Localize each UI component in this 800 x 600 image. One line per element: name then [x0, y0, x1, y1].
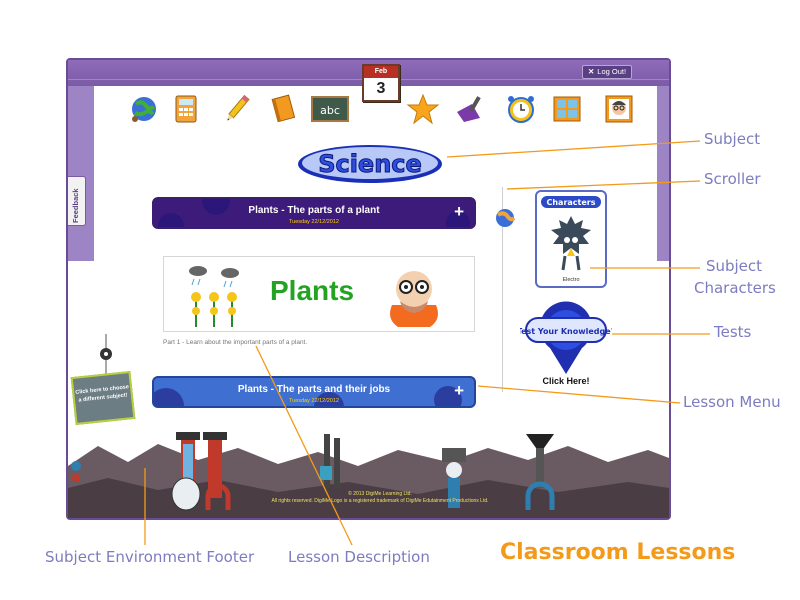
expand-icon[interactable]: + — [454, 202, 464, 221]
test-knowledge-icon: Test Your Knowledge? — [517, 301, 616, 374]
scroller-track[interactable] — [502, 187, 503, 392]
globe-icon[interactable] — [127, 92, 161, 126]
callout-footer: Subject Environment Footer — [45, 548, 255, 566]
bar-bubble — [434, 386, 462, 406]
banner-word: Plants — [270, 275, 355, 306]
svg-text:abc: abc — [320, 104, 340, 117]
window-icon[interactable] — [550, 92, 584, 126]
subject-environment-footer — [68, 432, 669, 518]
left-purple-edge — [68, 86, 94, 261]
teacher-portrait-icon[interactable] — [602, 92, 636, 126]
callout-subject: Subject — [704, 130, 761, 148]
subject-characters-card[interactable]: Characters Electro — [535, 190, 607, 288]
subject-title-text: Science — [318, 150, 422, 178]
right-purple-edge — [657, 86, 669, 261]
lesson-description: Part 1 - Learn about the important parts… — [163, 339, 308, 346]
lesson-item[interactable]: Plants - The parts of a plant Tuesday 22… — [152, 197, 476, 229]
lesson-banner[interactable]: Plants — [163, 256, 475, 332]
lesson-date: Tuesday 22/12/2012 — [289, 398, 339, 404]
copyright-text: © 2013 DigiMe Learning Ltd. All rights r… — [235, 491, 525, 505]
page-heading: Classroom Lessons — [500, 540, 736, 565]
scroller-handle-icon[interactable] — [493, 206, 517, 230]
feedback-label: Feedback — [71, 188, 80, 223]
calculator-icon[interactable] — [169, 92, 203, 126]
logout-button[interactable]: ✕Log Out! — [582, 65, 633, 79]
star-icon[interactable] — [406, 92, 440, 126]
character-name: Electro — [562, 277, 580, 283]
choose-subject-button[interactable]: Click here to choose a different subject… — [70, 370, 136, 426]
book-icon[interactable] — [266, 92, 300, 126]
flowers-rain-icon — [189, 266, 239, 327]
copyright-line: All rights reserved. DigiMe Logo is a re… — [271, 498, 489, 504]
calendar-widget: Feb 3 — [362, 64, 400, 102]
callout-lesson-menu: Lesson Menu — [683, 393, 781, 411]
pencil-icon[interactable] — [220, 92, 254, 126]
tests-button[interactable]: Test Your Knowledge? Click Here! — [517, 300, 616, 392]
logout-label: Log Out! — [597, 67, 627, 76]
character-electro-icon: Characters — [541, 196, 601, 271]
tests-cta: Click Here! — [542, 376, 590, 386]
lesson-title: Plants - The parts of a plant — [248, 205, 380, 216]
scientist-avatar-icon — [390, 271, 438, 327]
subject-title: Science — [296, 143, 444, 185]
expand-icon[interactable]: + — [454, 381, 464, 400]
dustpan-icon[interactable] — [452, 92, 486, 126]
hanging-hook-icon — [100, 334, 112, 374]
callout-tests: Tests — [714, 323, 752, 341]
bar-bubble — [202, 199, 230, 215]
copyright-line: © 2013 DigiMe Learning Ltd. — [348, 491, 412, 497]
callout-subject-characters: Subject Characters — [694, 257, 776, 297]
feedback-tab[interactable]: Feedback — [68, 176, 86, 226]
calendar-month: Feb — [364, 66, 398, 78]
abc-chalkboard-icon[interactable]: abc — [310, 92, 350, 126]
characters-heading: Characters — [546, 198, 595, 207]
close-icon: ✕ — [588, 67, 595, 76]
lesson-date: Tuesday 22/12/2012 — [289, 219, 339, 225]
callout-lesson-description: Lesson Description — [288, 548, 430, 566]
bar-bubble — [158, 213, 184, 227]
tests-heading: Test Your Knowledge? — [520, 327, 612, 336]
lesson-title: Plants - The parts and their jobs — [237, 384, 391, 395]
alarm-clock-icon[interactable] — [504, 92, 538, 126]
bar-bubble — [154, 388, 184, 406]
calendar-day: 3 — [376, 80, 386, 97]
bar-bubble — [446, 211, 470, 227]
lesson-item[interactable]: Plants - The parts and their jobs Tuesda… — [152, 376, 476, 408]
callout-scroller: Scroller — [704, 170, 761, 188]
